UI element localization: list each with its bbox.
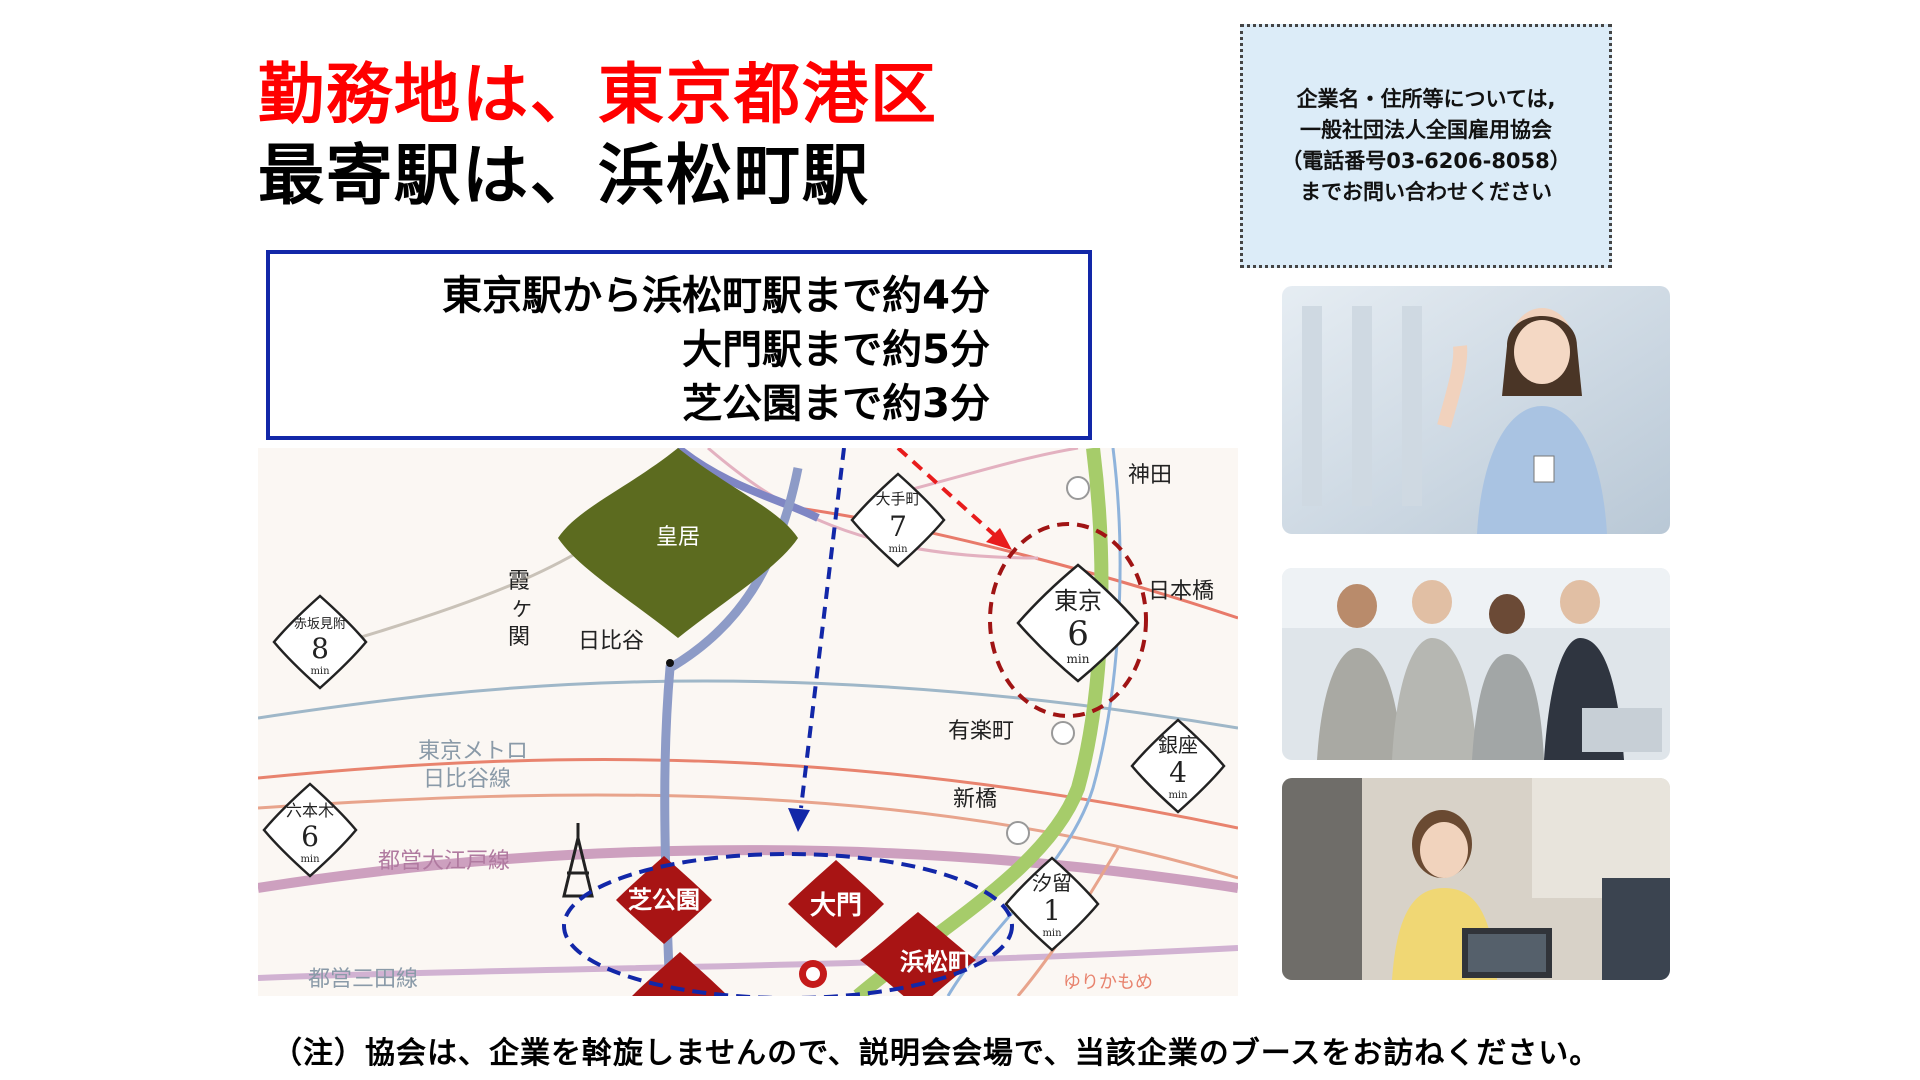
diamond-name: 汐留 [1032,871,1072,895]
target-shibakoen: 芝公園 [616,856,712,944]
route-map: 皇居 神田 日本橋 霞 ケ 関 日比谷 有楽町 新橋 東京メトロ 日比谷線 都営… [258,448,1238,996]
map-label-nihonbashi: 日本橋 [1148,579,1214,604]
map-label-yurikamome: ゆりかもめ [1063,972,1153,993]
disclaimer-note: （注）協会は、企業を斡旋しませんので、説明会会場で、当該企業のブースをお訪ねくだ… [272,1036,1601,1071]
map-label-mita: 都営三田線 [308,967,418,992]
diamond-time: 4 [1169,756,1187,789]
diamond-unit: min [310,666,330,677]
contact-line: 企業名・住所等については, [1296,87,1556,111]
map-label-kasumi-2: ケ [512,597,532,621]
diamond-unit: min [888,544,908,555]
diamond-unit: min [300,854,320,865]
highlight-tokyo [988,522,1148,718]
diamond-name: 六本木 [286,801,334,820]
diamond-time: 8 [311,632,329,665]
map-label-yurakucho: 有楽町 [948,719,1014,744]
access-line-tokyo: 東京駅から浜松町駅まで約4分 [442,273,990,319]
contact-line: （電話番号03-6206-8058） [1281,149,1571,173]
diamond-unit: min [1168,790,1188,801]
access-info-box: 東京駅から浜松町駅まで約4分 大門駅まで約5分 芝公園まで約3分 [266,250,1092,440]
arrow-to-destinations [788,448,846,832]
photo-woman-pointing [1282,286,1670,534]
access-line-daimon: 大門駅まで約5分 [682,327,990,373]
photo-team-meeting [1282,568,1670,760]
contact-line: までお問い合わせください [1300,180,1552,204]
diamond-time: 7 [889,510,907,543]
diamond-name: 赤坂見附 [294,617,346,632]
photo-woman-laptop [1282,778,1670,980]
map-label-hibiya: 日比谷 [578,629,644,654]
diamond-roppongi: 六本木 6 min [262,782,358,878]
map-label-oedo: 都営大江戸線 [378,849,510,874]
diamond-ginza: 銀座 4 min [1130,718,1226,814]
contact-line: 一般社団法人全国雇用協会 [1300,118,1552,142]
map-label-kokyo: 皇居 [656,525,700,550]
jr-logo-icon [799,960,827,988]
target-label: 大門 [810,891,862,921]
diamond-tokyo: 東京 6 min [1016,563,1140,683]
map-label-kanda: 神田 [1128,463,1172,488]
diamond-otemachi: 大手町 7 min [850,472,946,568]
contact-info-box: 企業名・住所等については, 一般社団法人全国雇用協会 （電話番号03-6206-… [1240,24,1612,268]
map-label-kasumi-1: 霞 [508,569,530,594]
map-label-metro-2: 日比谷線 [423,767,511,792]
diamond-unit: min [1067,652,1090,666]
tokyo-tower-icon [562,823,594,898]
access-line-shibakoen: 芝公園まで約3分 [682,381,990,427]
arrow-to-tokyo [896,448,1012,550]
diamond-time: 6 [1067,614,1089,654]
target-daimon: 大門 [788,860,884,948]
diamond-shiodome: 汐留 1 min [1004,856,1100,952]
map-label-metro-1: 東京メトロ [418,739,528,764]
title-workplace: 勤務地は、東京都港区 [258,56,938,133]
map-label-kasumi-3: 関 [508,625,530,650]
diamond-name: 東京 [1054,587,1102,615]
diamond-akasaka: 赤坂見附 8 min [272,594,368,690]
diamond-time: 1 [1043,894,1061,927]
title-nearest-station: 最寄駅は、浜松町駅 [258,137,870,214]
diamond-time: 6 [301,820,319,853]
diamond-name: 大手町 [875,490,920,508]
diamond-unit: min [1042,928,1062,939]
target-label: 芝公園 [628,885,700,914]
diamond-name: 銀座 [1158,733,1198,757]
map-label-shinbashi: 新橋 [953,787,997,812]
highlight-destinations [562,852,1014,996]
